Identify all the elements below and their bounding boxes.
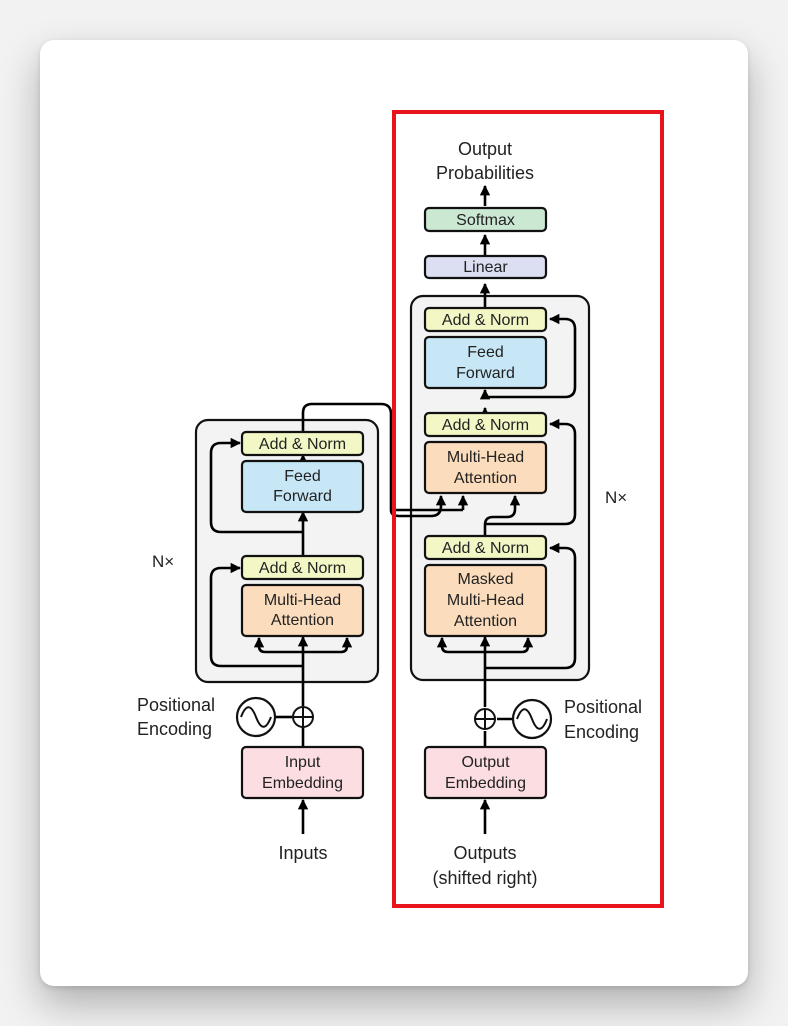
output-embedding-label-2: Embedding	[445, 775, 526, 792]
output-embedding: Output Embedding	[423, 745, 548, 800]
softmax-block: Softmax	[423, 206, 548, 233]
linear-label: Linear	[463, 259, 508, 276]
input-embedding-label-2: Embedding	[262, 775, 343, 792]
input-embedding-label-1: Input	[285, 754, 321, 771]
encoder-positional-encoding: Positional Encoding	[137, 695, 314, 739]
outputs-label-1: Outputs	[453, 843, 516, 863]
decoder-add-norm-3: Add & Norm	[423, 534, 548, 561]
masked-label-2: Multi-Head	[447, 592, 524, 609]
masked-label-1: Masked	[457, 571, 513, 588]
output-probabilities-label-1: Output	[458, 139, 512, 159]
input-embedding: Input Embedding	[240, 745, 365, 800]
output-embedding-label-1: Output	[461, 754, 510, 771]
decoder-ff-label-1: Feed	[467, 344, 503, 361]
encoder-ff-label-1: Feed	[284, 468, 320, 485]
encoder-add-norm-bottom: Add & Norm	[240, 554, 365, 581]
masked-label-3: Attention	[454, 613, 517, 630]
encoder-mha-label-1: Multi-Head	[264, 592, 341, 609]
encoder-feed-forward: Feed Forward	[240, 459, 365, 514]
decoder-pos-label-2: Encoding	[564, 722, 639, 742]
encoder-pos-label-2: Encoding	[137, 719, 212, 739]
inputs-label: Inputs	[278, 843, 327, 863]
output-probabilities-label-2: Probabilities	[436, 163, 534, 183]
encoder-wires	[209, 402, 469, 834]
decoder-add-norm-1: Add & Norm	[423, 306, 548, 333]
decoder-repeat-label: N×	[605, 488, 627, 507]
decoder-feed-forward: Feed Forward	[423, 335, 548, 390]
decoder-pos-label-1: Positional	[564, 697, 642, 717]
decoder-highlight-box	[392, 110, 664, 908]
encoder-pos-label-1: Positional	[137, 695, 215, 715]
encoder-ff-label-2: Forward	[273, 488, 332, 505]
softmax-label: Softmax	[456, 212, 515, 229]
encoder-stack	[194, 418, 380, 684]
outputs-label-2: (shifted right)	[432, 868, 537, 888]
decoder-multi-head-attention: Multi-Head Attention	[423, 440, 548, 495]
encoder-add-norm-top-label: Add & Norm	[259, 436, 346, 453]
decoder-add-norm-1-label: Add & Norm	[442, 312, 529, 329]
decoder-ff-label-2: Forward	[456, 365, 515, 382]
linear-block: Linear	[423, 254, 548, 280]
decoder-add-norm-2: Add & Norm	[423, 411, 548, 438]
decoder-positional-encoding: Positional Encoding	[474, 697, 642, 742]
encoder-mha-label-2: Attention	[271, 612, 334, 629]
encoder-add-norm-bottom-label: Add & Norm	[259, 560, 346, 577]
encoder-add-norm-top: Add & Norm	[240, 430, 365, 457]
encoder-repeat-label: N×	[152, 552, 174, 571]
decoder-add-norm-3-label: Add & Norm	[442, 540, 529, 557]
encoder-multi-head-attention: Multi-Head Attention	[240, 583, 365, 638]
decoder-add-norm-2-label: Add & Norm	[442, 417, 529, 434]
decoder-mha-label-2: Attention	[454, 470, 517, 487]
decoder-mha-label-1: Multi-Head	[447, 449, 524, 466]
masked-multi-head-attention: Masked Multi-Head Attention	[423, 563, 548, 638]
